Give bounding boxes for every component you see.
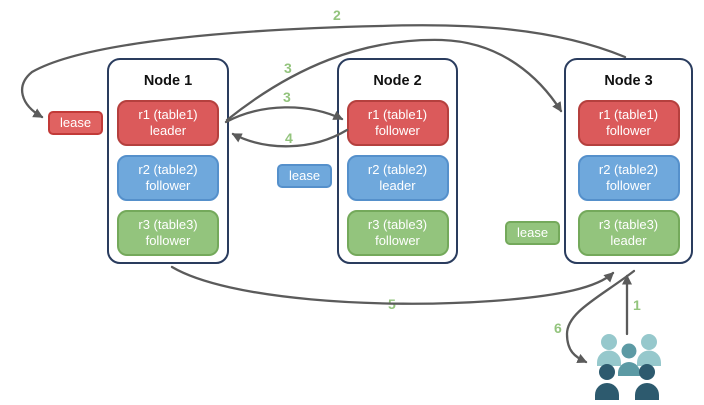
node-3-replica-r2: r2 (table2) follower <box>577 155 680 201</box>
replica-role: follower <box>606 178 651 193</box>
replica-name: r1 (table1) <box>138 107 198 122</box>
node-2-replica-r3: r3 (table3) follower <box>346 210 449 256</box>
replica-name: r3 (table3) <box>598 217 659 232</box>
arrow-step-3-to-node2 <box>224 106 344 124</box>
node-1-replica-r3: r3 (table3) follower <box>117 210 219 256</box>
lease-badge-green: lease <box>505 221 561 245</box>
node-3-title: Node 3 <box>604 73 653 89</box>
replica-role: follower <box>145 178 191 193</box>
node-2-title: Node 2 <box>373 73 422 89</box>
replica-role: leader <box>610 233 647 248</box>
replica-role: follower <box>375 233 420 248</box>
node-1-title: Node 1 <box>143 73 193 89</box>
step-label-2: 2 <box>333 7 341 23</box>
node-3-replica-r3: r3 (table3) leader <box>577 210 680 256</box>
replica-name: r2 (table2) <box>367 162 428 177</box>
node-2: Node 2 r1 (table1) follower r2 (table2) … <box>337 58 458 264</box>
person-front-left <box>595 364 619 400</box>
replica-name: r1 (table1) <box>367 107 428 122</box>
replica-role: follower <box>145 233 191 248</box>
person-back-left <box>597 334 621 366</box>
replica-name: r2 (table2) <box>138 162 198 177</box>
step-label-5: 5 <box>388 296 396 312</box>
replica-name: r2 (table2) <box>598 162 659 177</box>
node-1-replica-r1: r1 (table1) leader <box>117 100 219 146</box>
person-middle <box>618 343 640 376</box>
replica-name: r3 (table3) <box>367 217 428 232</box>
replica-role: leader <box>149 123 187 138</box>
replica-role: follower <box>606 123 651 138</box>
replica-name: r3 (table3) <box>138 217 198 232</box>
node-1: Node 1 r1 (table1) leader r2 (table2) fo… <box>107 58 229 264</box>
step-label-4: 4 <box>285 130 293 146</box>
node-2-replica-r1: r1 (table1) follower <box>346 100 449 146</box>
node-3: Node 3 r1 (table1) follower r2 (table2) … <box>564 58 693 264</box>
users-group-icon <box>595 334 661 400</box>
replica-role: follower <box>375 123 420 138</box>
step-label-6: 6 <box>554 320 562 336</box>
lease-badge-blue: lease <box>277 164 333 188</box>
node-2-replica-r2: r2 (table2) leader <box>346 155 449 201</box>
step-label-3b: 3 <box>283 89 291 105</box>
step-label-3a: 3 <box>284 60 292 76</box>
replica-name: r1 (table1) <box>598 107 659 122</box>
replica-role: leader <box>379 178 416 193</box>
lease-badge-red: lease <box>48 111 104 135</box>
node-3-replica-r1: r1 (table1) follower <box>577 100 680 146</box>
step-label-1: 1 <box>633 297 641 313</box>
node-1-replica-r2: r2 (table2) follower <box>117 155 219 201</box>
person-back-right <box>637 334 661 366</box>
person-front-right <box>635 364 659 400</box>
